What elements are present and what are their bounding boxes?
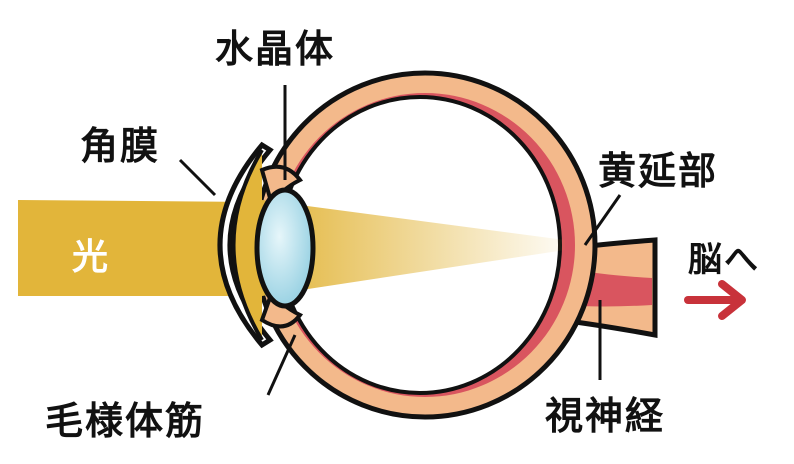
label-optic-nerve: 視神経 [545, 394, 666, 438]
cornea [217, 141, 274, 349]
light-cone [262, 200, 565, 296]
label-cornea: 角膜 [80, 124, 161, 168]
label-light: 光 [72, 237, 109, 278]
lens [254, 187, 316, 309]
light-beam [18, 200, 262, 296]
label-ciliary-muscle: 毛様体筋 [45, 399, 206, 443]
label-macula: 黄延部 [598, 149, 719, 193]
label-lens: 水晶体 [215, 27, 336, 71]
label-to-brain: 脳へ [688, 240, 760, 280]
arrow-to-brain-icon [684, 280, 746, 320]
